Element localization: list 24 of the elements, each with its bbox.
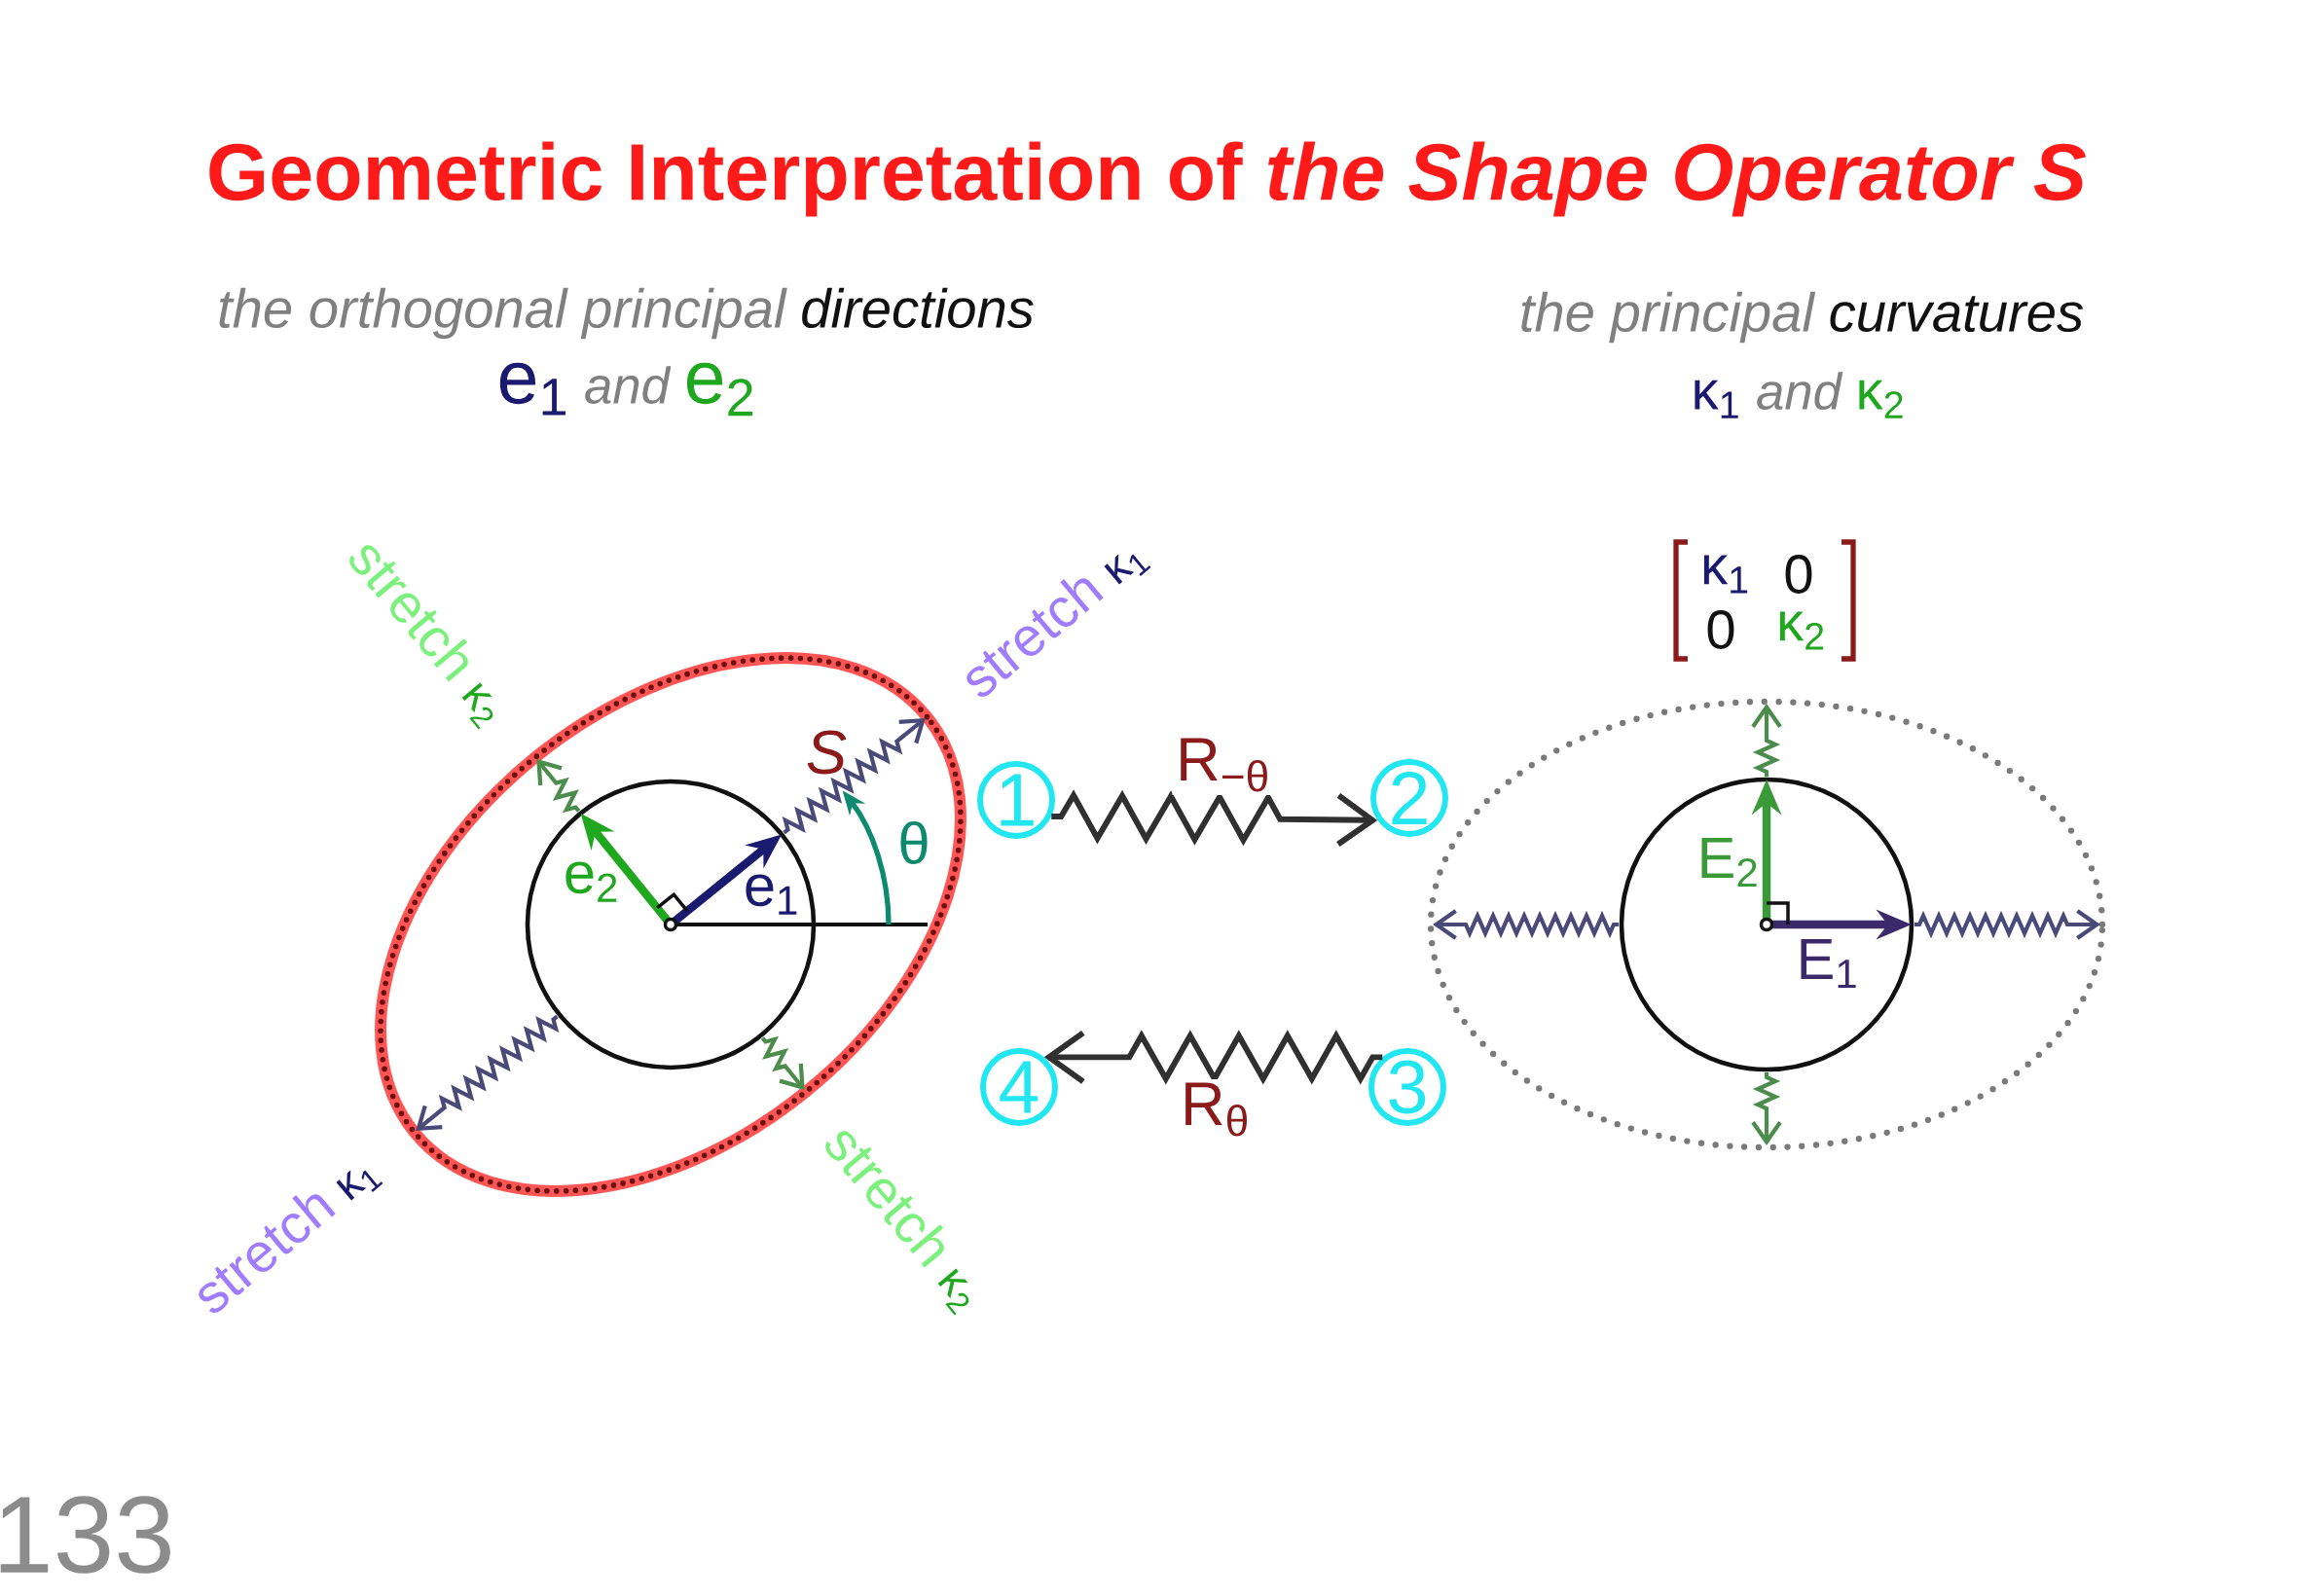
subtitle: the principal curvatures bbox=[1521, 291, 2083, 344]
circled-number: 3 bbox=[1368, 1048, 1446, 1126]
zigzag-arrow bbox=[1043, 1030, 1383, 1085]
page-number: 133 bbox=[0, 1496, 170, 1574]
matrix-entry: κ$_{2}$ bbox=[1779, 611, 1824, 650]
edge-label: R$_{−θ}$ bbox=[1172, 734, 1275, 796]
vector-label: e$_{1}$ bbox=[746, 874, 797, 915]
operator-label: S bbox=[807, 730, 847, 775]
matrix-entry: 0 bbox=[1785, 555, 1812, 594]
angle-label: θ bbox=[900, 821, 928, 864]
vector-label: E$_{1}$ bbox=[1801, 938, 1856, 989]
matrix-entry: 0 bbox=[1707, 610, 1734, 649]
edge-label: R$_{θ}$ bbox=[1177, 1078, 1255, 1141]
subtitle: e$_{1}$ and e$_{2}$ bbox=[499, 362, 753, 417]
matrix-entry: κ$_{1}$ bbox=[1703, 555, 1748, 594]
circled-number: 1 bbox=[977, 761, 1055, 839]
title: Geometric Interpretation of the Shape Operator S bbox=[209, 141, 2087, 217]
vector-label: e$_{2}$ bbox=[565, 861, 617, 902]
circled-number: 4 bbox=[980, 1048, 1058, 1126]
subtitle: the orthogonal principal directions bbox=[219, 287, 1034, 340]
zigzag-arrow bbox=[1051, 789, 1378, 847]
subtitle: κ$_{1}$ and κ$_{2}$ bbox=[1695, 372, 1903, 418]
circled-number: 2 bbox=[1370, 759, 1448, 837]
vector-label: E$_{2}$ bbox=[1701, 837, 1757, 888]
